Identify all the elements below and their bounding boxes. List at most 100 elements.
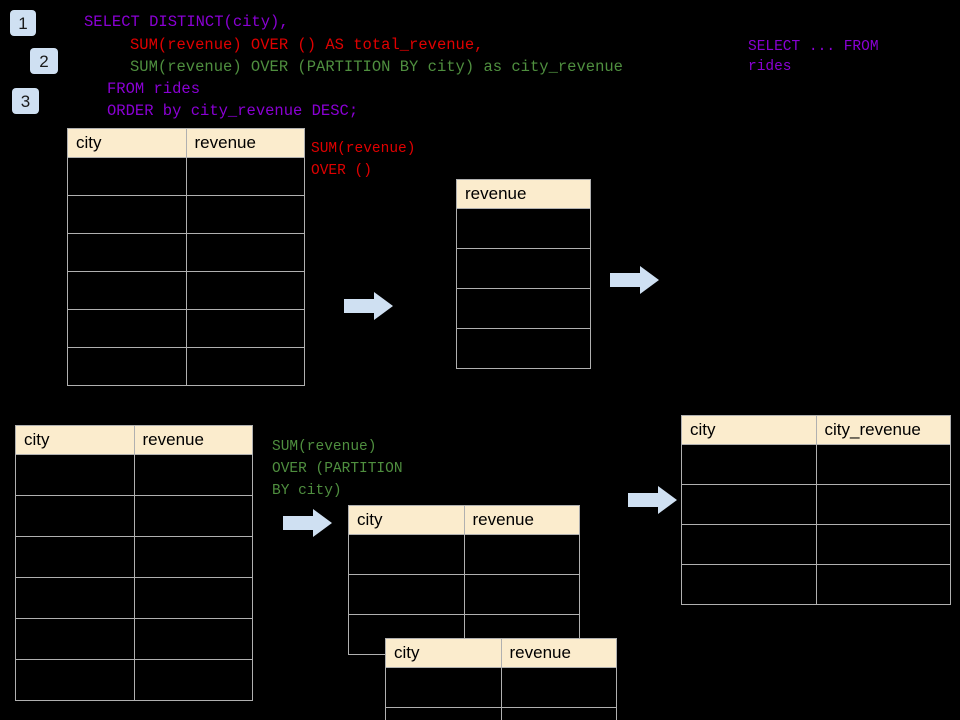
cell-revenue bbox=[500, 707, 617, 720]
column-header-city: city bbox=[385, 638, 502, 668]
cell-revenue bbox=[185, 309, 305, 348]
cell-revenue bbox=[133, 536, 253, 578]
table-header-row: city revenue bbox=[385, 638, 617, 668]
cell-revenue bbox=[133, 454, 253, 496]
arrow-total-to-result bbox=[610, 265, 660, 295]
cell-city bbox=[681, 524, 817, 565]
cell-city bbox=[67, 347, 187, 386]
table-header-row: city revenue bbox=[15, 425, 253, 455]
cell-revenue bbox=[500, 667, 617, 708]
cell-revenue bbox=[463, 534, 580, 575]
step-badge-3: 3 bbox=[12, 88, 39, 114]
column-header-city: city bbox=[67, 128, 187, 158]
column-header-revenue: revenue bbox=[133, 425, 253, 455]
cell-revenue bbox=[456, 288, 591, 329]
table-row bbox=[15, 536, 253, 578]
cell-city-revenue bbox=[815, 484, 951, 525]
table-row bbox=[15, 659, 253, 701]
annotation-city-revenue-note: SUM(revenue) OVER (PARTITION BY city) bbox=[272, 439, 403, 499]
table-header-row: city revenue bbox=[67, 128, 305, 158]
annotation-source-note: SELECT ... FROM rides bbox=[748, 39, 879, 75]
table-header-row: city city_revenue bbox=[681, 415, 951, 445]
cell-city-revenue bbox=[815, 444, 951, 485]
table-body bbox=[385, 667, 617, 720]
arrow-source-to-partition bbox=[283, 508, 333, 538]
step-badge-1: 1 bbox=[10, 10, 36, 36]
cell-city bbox=[385, 707, 502, 720]
column-header-revenue: revenue bbox=[463, 505, 580, 535]
column-header-city-revenue: city_revenue bbox=[815, 415, 951, 445]
table-row bbox=[15, 495, 253, 537]
table-partition-group-a: city revenue bbox=[348, 505, 580, 655]
table-row bbox=[67, 195, 305, 234]
table-row bbox=[15, 618, 253, 660]
step-badge-2: 2 bbox=[30, 48, 58, 74]
cell-revenue bbox=[133, 495, 253, 537]
cell-revenue bbox=[456, 328, 591, 369]
table-body bbox=[15, 454, 253, 701]
table-row bbox=[67, 309, 305, 348]
table-header-row: revenue bbox=[456, 179, 591, 209]
table-row bbox=[456, 208, 591, 249]
cell-revenue bbox=[456, 248, 591, 289]
sql-line-from: FROM rides bbox=[107, 80, 201, 98]
cell-city bbox=[67, 309, 187, 348]
sql-line-city-revenue: SUM(revenue) OVER (PARTITION BY city) as… bbox=[130, 58, 623, 76]
cell-revenue bbox=[185, 347, 305, 386]
cell-revenue bbox=[185, 195, 305, 234]
table-row bbox=[385, 667, 617, 708]
table-rides-source-bottom: city revenue bbox=[15, 425, 253, 701]
table-row bbox=[348, 534, 580, 575]
table-row bbox=[385, 707, 617, 720]
table-body bbox=[456, 208, 591, 369]
cell-revenue bbox=[456, 208, 591, 249]
cell-revenue bbox=[185, 157, 305, 196]
cell-city bbox=[67, 233, 187, 272]
column-header-city: city bbox=[348, 505, 465, 535]
cell-city-revenue bbox=[815, 524, 951, 565]
column-header-revenue: revenue bbox=[456, 179, 591, 209]
cell-city bbox=[15, 659, 135, 701]
cell-revenue bbox=[463, 574, 580, 615]
cell-city bbox=[15, 536, 135, 578]
table-row bbox=[67, 271, 305, 310]
table-row bbox=[67, 347, 305, 386]
cell-city bbox=[67, 157, 187, 196]
cell-city bbox=[681, 564, 817, 605]
step-badge-3-label: 3 bbox=[20, 91, 31, 111]
table-body bbox=[348, 534, 580, 655]
arrow-right-icon bbox=[610, 266, 659, 294]
cell-revenue bbox=[133, 618, 253, 660]
arrow-right-icon bbox=[344, 292, 393, 320]
cell-city bbox=[348, 574, 465, 615]
cell-city bbox=[15, 454, 135, 496]
table-rides-source-top: city revenue bbox=[67, 128, 305, 386]
cell-revenue bbox=[185, 233, 305, 272]
column-header-revenue: revenue bbox=[185, 128, 305, 158]
cell-city-revenue bbox=[815, 564, 951, 605]
table-row bbox=[456, 248, 591, 289]
cell-city bbox=[348, 534, 465, 575]
table-row bbox=[15, 454, 253, 496]
cell-revenue bbox=[185, 271, 305, 310]
cell-city bbox=[15, 495, 135, 537]
annotation-total-revenue-note: SUM(revenue) OVER () bbox=[311, 141, 416, 179]
table-row bbox=[15, 577, 253, 619]
table-final-result: city city_revenue bbox=[681, 415, 951, 605]
table-partition-group-b: city revenue bbox=[385, 638, 617, 720]
table-body bbox=[67, 157, 305, 386]
table-row bbox=[681, 444, 951, 485]
cell-city bbox=[681, 444, 817, 485]
table-row bbox=[456, 328, 591, 369]
cell-revenue bbox=[133, 659, 253, 701]
cell-city bbox=[15, 577, 135, 619]
cell-city bbox=[681, 484, 817, 525]
sql-line-total-revenue: SUM(revenue) OVER () AS total_revenue, bbox=[130, 36, 484, 54]
cell-city bbox=[67, 195, 187, 234]
arrow-right-icon bbox=[628, 486, 677, 514]
step-badge-1-label: 1 bbox=[18, 13, 28, 33]
table-row bbox=[681, 564, 951, 605]
table-total-revenue: revenue bbox=[456, 179, 591, 369]
column-header-city: city bbox=[681, 415, 817, 445]
